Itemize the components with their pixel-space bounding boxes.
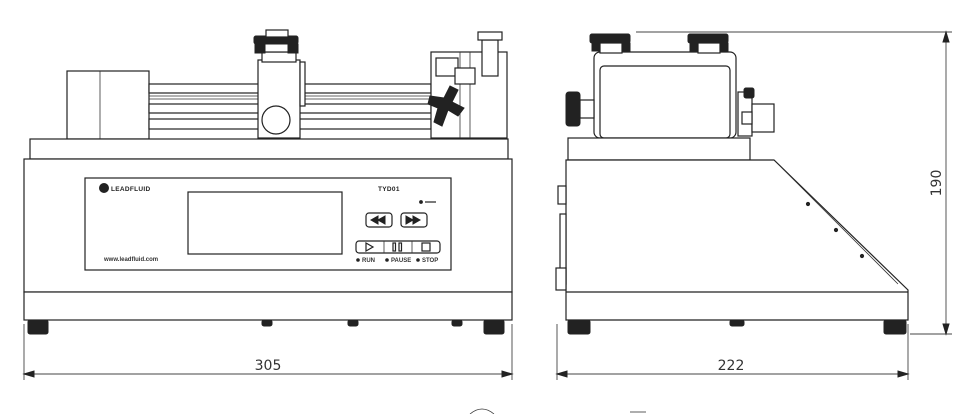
body-bottom [23,291,513,321]
foot-left [27,319,49,335]
side-clamp [751,103,775,133]
website: www.leadfluid.com [103,257,158,263]
side-base-plate [567,137,751,161]
pause-label: PAUSE [391,258,411,264]
side-knob-right [687,33,729,44]
run-label: RUN [362,258,375,264]
connector-upper [557,185,567,205]
fast-forward-icon [405,215,422,225]
side-knob-left [589,33,631,44]
holder-top-screw [477,31,503,41]
rewind-icon [369,215,386,225]
front-view: LEADFLUID TYD01 www.leadfluid.com RUN PA… [23,29,513,335]
dimension-height: 190 [636,30,952,336]
pusher-knob [261,105,291,135]
motor-housing [66,70,150,140]
side-view [555,33,909,335]
height-label: 190 [929,170,945,197]
stop-icon[interactable] [421,242,431,252]
side-foot-left [567,319,591,335]
pause-icon-bar-right[interactable] [398,242,403,252]
side-knob-lateral [565,91,581,127]
width-label: 305 [255,358,282,374]
model-name: TYD01 [378,186,400,193]
side-foot-right [883,319,907,335]
side-body [565,159,909,321]
dimension-depth: 222 [555,324,910,380]
run-icon[interactable] [365,241,375,253]
brand-logo-icon [99,183,109,193]
brand-name: LEADFLUID [111,186,151,193]
lcd-screen [187,191,343,255]
connector-lower [555,267,567,291]
pause-icon-bar-left[interactable] [392,242,397,252]
star-knob [427,85,465,127]
bottom-logo-fragment [469,408,495,414]
foot-right [483,319,505,335]
stop-label: STOP [422,258,438,264]
dimension-width: 305 [22,324,514,380]
base-plate [29,138,509,160]
depth-label: 222 [718,358,745,374]
